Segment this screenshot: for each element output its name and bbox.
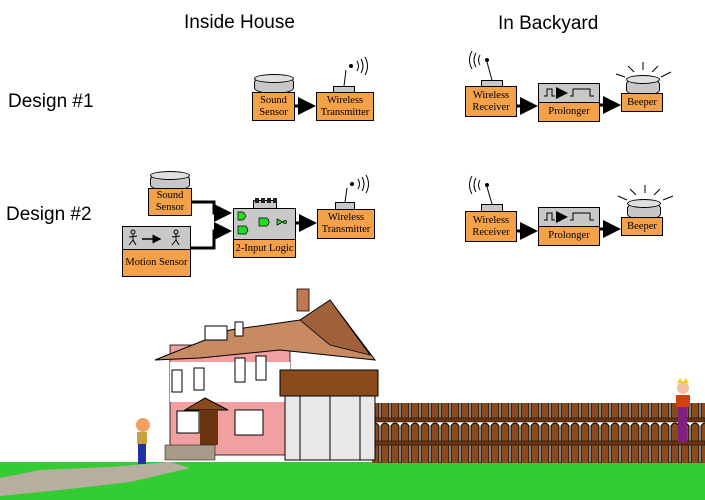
prolonger-d2: Prolonger bbox=[538, 226, 600, 246]
beeper-sound-rays-d1 bbox=[615, 62, 672, 78]
arrow-motion-to-logic bbox=[191, 222, 232, 250]
wireless-receiver-d2: Wireless Receiver bbox=[465, 211, 517, 242]
footpath bbox=[0, 462, 190, 496]
in-backyard-header: In Backyard bbox=[498, 13, 599, 34]
beeper-speaker-icon-d2 bbox=[627, 199, 661, 208]
wireless-transmitter-d1: Wireless Transmitter bbox=[316, 92, 374, 121]
design-2-label: Design #2 bbox=[6, 204, 92, 225]
sound-sensor-d1: Sound Sensor bbox=[252, 92, 295, 121]
sound-sensor-mic-icon-d2 bbox=[150, 171, 190, 180]
logic-gate-icons bbox=[237, 211, 287, 235]
motion-icon bbox=[128, 229, 181, 246]
backyard-fence bbox=[371, 403, 705, 463]
house bbox=[154, 288, 379, 461]
wireless-receiver-d1: Wireless Receiver bbox=[465, 86, 517, 117]
pulse-icon-d1 bbox=[544, 87, 594, 99]
antenna-icon-receiver-d2 bbox=[469, 175, 493, 205]
child-figure bbox=[136, 418, 150, 464]
arrow-sound-to-logic bbox=[192, 200, 232, 222]
pulse-icon-d2 bbox=[544, 211, 594, 223]
neighbor-figure bbox=[676, 378, 690, 442]
beeper-speaker-icon-d1 bbox=[626, 75, 660, 84]
antenna-icon-receiver-d1 bbox=[469, 50, 493, 81]
design-1-label: Design #1 bbox=[8, 91, 94, 112]
wireless-transmitter-d2: Wireless Transmitter bbox=[317, 209, 375, 239]
beeper-d1: Beeper bbox=[621, 93, 663, 112]
sound-sensor-d2: Sound Sensor bbox=[148, 188, 192, 216]
antenna-icon-transmitter-d2 bbox=[344, 174, 369, 203]
prolonger-d1: Prolonger bbox=[538, 102, 600, 122]
inside-house-header: Inside House bbox=[184, 12, 295, 33]
antenna-icon-transmitter-d1 bbox=[343, 56, 368, 87]
logic-chip-pin-blocks bbox=[255, 198, 277, 203]
motion-sensor: Motion Sensor bbox=[122, 249, 191, 277]
two-input-logic: 2-Input Logic bbox=[233, 239, 296, 258]
beeper-d2: Beeper bbox=[621, 217, 663, 236]
sound-sensor-mic-icon-d1 bbox=[254, 74, 294, 83]
beeper-sound-rays-d2 bbox=[617, 185, 674, 201]
